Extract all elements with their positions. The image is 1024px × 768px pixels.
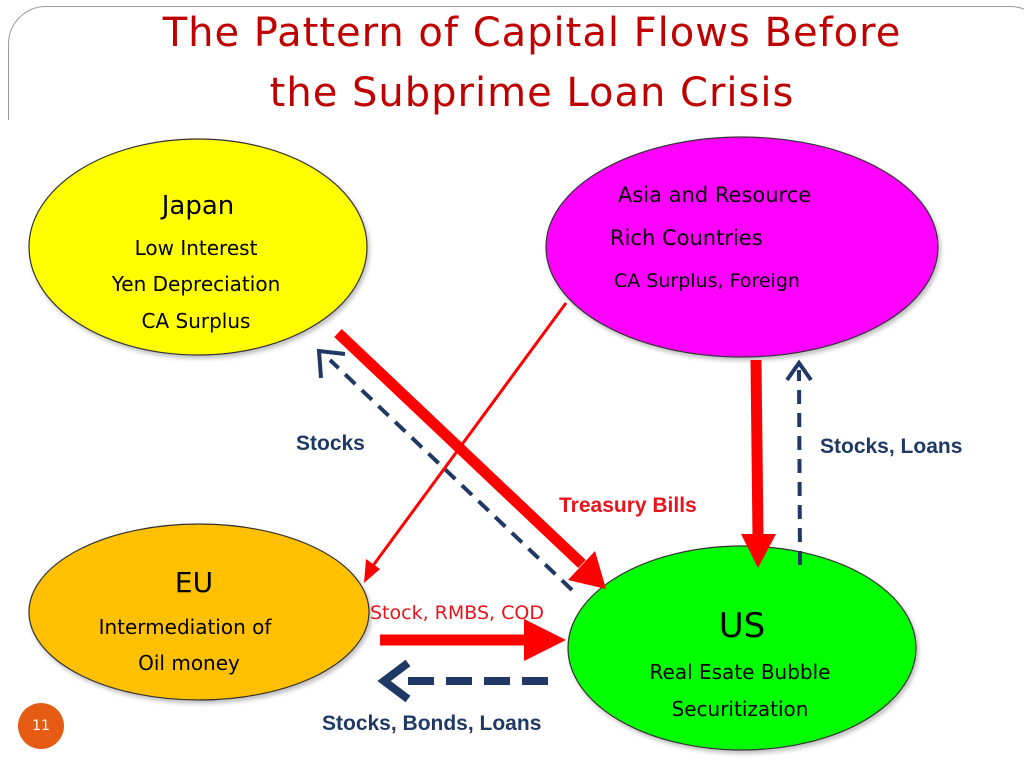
us-to-asia-stocks-loans-arrow (785, 359, 813, 566)
us-line-1: Real Esate Bubble (650, 660, 831, 684)
slide-title-line-2: the Subprime Loan Crisis (269, 70, 795, 116)
us-to-eu-arrow (377, 659, 548, 703)
asia-node (545, 136, 939, 358)
us-line-2: Securitization (672, 697, 809, 721)
japan-line-2: Yen Depreciation (111, 272, 281, 296)
eu-to-us-arrow (380, 619, 566, 661)
japan-node (28, 138, 368, 356)
us-node (567, 545, 917, 751)
eu-line-1: Intermediation of (99, 615, 273, 639)
slide-title-line-1: The Pattern of Capital Flows Before (162, 10, 902, 56)
eu-node (28, 523, 370, 701)
asia-to-eu-arrow (364, 302, 568, 583)
asia-name-line-2: Rich Countries (610, 226, 763, 250)
us-to-japan-stocks-arrow (316, 348, 574, 592)
eu-line-2: Oil money (138, 651, 240, 675)
asia-line-1: CA Surplus, Foreign (614, 270, 800, 292)
asia-to-us-treasury-arrow (741, 359, 776, 568)
stocks-bonds-loans-label: Stocks, Bonds, Loans (322, 712, 541, 735)
treasury-bills-label: Treasury Bills (559, 494, 697, 517)
japan-to-us-arrow (334, 329, 606, 589)
japan-name: Japan (160, 191, 235, 221)
stocks-loans-label: Stocks, Loans (820, 435, 962, 458)
eu-name: EU (175, 566, 213, 599)
us-name: US (719, 606, 765, 646)
japan-line-3: CA Surplus (142, 309, 251, 333)
stocks-label: Stocks (296, 432, 365, 455)
japan-line-1: Low Interest (135, 236, 258, 260)
stock-rmbs-cod-label: Stock, RMBS, COD (370, 602, 544, 624)
asia-name-line-1: Asia and Resource (618, 183, 811, 207)
slide-number-badge: 11 (18, 703, 64, 749)
